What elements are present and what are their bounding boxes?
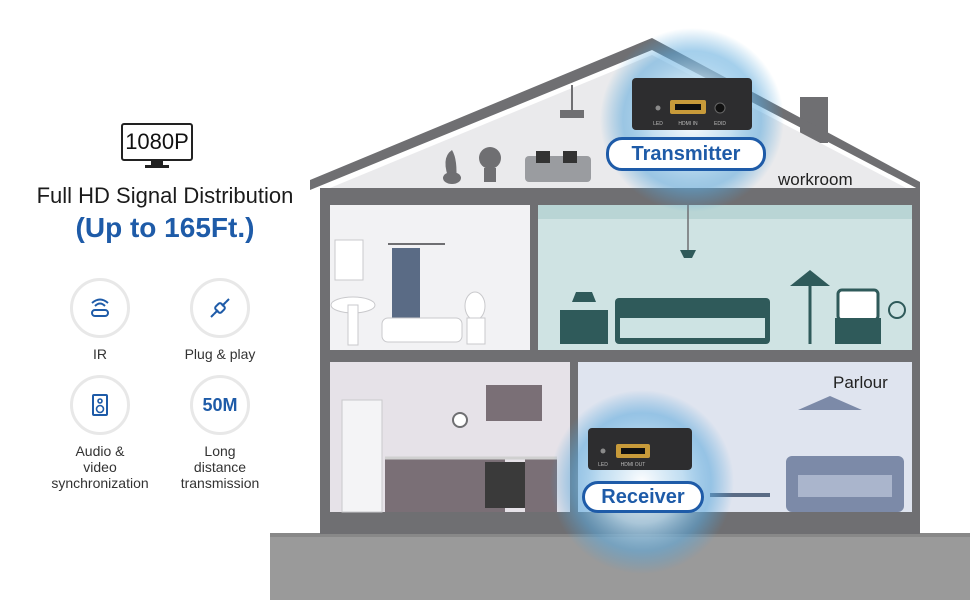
port-label: LED: [598, 462, 608, 468]
attic-furniture: [443, 85, 591, 184]
receiver-device: LED HDMI OUT: [588, 428, 692, 470]
transmitter-label: Transmitter: [606, 137, 766, 171]
plug-play-icon: [190, 278, 250, 338]
tv-icon: 1080P: [121, 123, 193, 161]
ir-icon: [70, 278, 130, 338]
feature-label-line: distance: [193, 459, 247, 475]
distance-icon: 50M: [190, 375, 250, 435]
house-illustration: LED HDMI IN EDID LED HDMI OUT Transmitte…: [270, 0, 970, 600]
distance-headline: (Up to 165Ft.): [75, 212, 255, 243]
parlour-label: Parlour: [833, 373, 888, 392]
speaker-icon: [70, 375, 130, 435]
feature-label-line: video: [83, 459, 117, 475]
port-label: LED: [653, 121, 663, 127]
port-label: HDMI IN: [678, 121, 698, 127]
transmitter-device: LED HDMI IN EDID: [632, 78, 752, 130]
port-label: HDMI OUT: [621, 462, 646, 468]
feature-label: Plug & play: [184, 346, 256, 362]
port-label: EDID: [714, 121, 726, 127]
feature-long-distance: 50M Long distance transmission: [150, 375, 290, 491]
feature-ir: IR: [30, 278, 170, 362]
feature-label-line: transmission: [180, 475, 260, 491]
bedroom-furniture: [560, 205, 906, 344]
feature-label-line: Audio &: [75, 443, 125, 459]
bathroom-fixtures: [330, 239, 486, 346]
feature-panel: 1080P Full HD Signal Distribution (Up to…: [0, 0, 330, 600]
feature-label-line: synchronization: [51, 475, 149, 491]
headline: Full HD Signal Distribution: [36, 183, 294, 208]
feature-plug-play: Plug & play: [150, 278, 290, 362]
feature-label: IR: [93, 346, 107, 362]
resolution-text: 1080P: [125, 129, 189, 154]
receiver-label: Receiver: [582, 481, 704, 513]
resolution-badge: 1080P: [121, 123, 197, 168]
workroom-label: workroom: [778, 170, 853, 189]
distance-icon-text: 50M: [202, 394, 238, 415]
parlour-furniture: [710, 396, 904, 512]
feature-av-sync: Audio & video synchronization: [30, 375, 170, 491]
feature-label-line: Long: [204, 443, 236, 459]
